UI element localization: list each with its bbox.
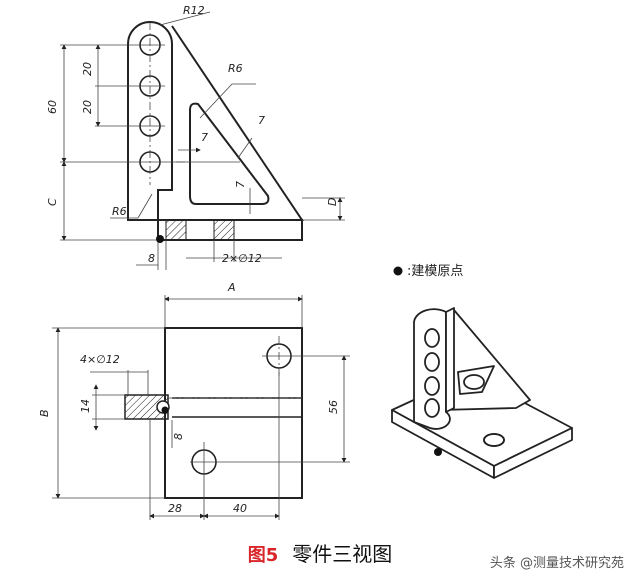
top-base-outline bbox=[164, 327, 303, 499]
top-view bbox=[124, 327, 303, 499]
dim-4x-hole: 4×∅12 bbox=[80, 353, 120, 366]
dim-7-base: 7 bbox=[234, 181, 247, 188]
dim-20-lower: 20 bbox=[81, 100, 94, 114]
front-base-section-left bbox=[165, 219, 187, 241]
top-origin-marker bbox=[161, 406, 169, 414]
dim-2x-hole: 2×∅12 bbox=[222, 252, 262, 265]
iso-gusset-boss bbox=[463, 374, 485, 390]
dim-c: C bbox=[46, 198, 59, 206]
dim-8-top: 8 bbox=[172, 433, 185, 440]
front-origin-marker bbox=[156, 235, 164, 243]
iso-origin-marker bbox=[434, 448, 442, 456]
dim-60: 60 bbox=[46, 100, 59, 114]
dim-d: D bbox=[326, 198, 339, 206]
dim-b: B bbox=[38, 409, 51, 417]
dim-r6-top: R6 bbox=[228, 62, 243, 75]
dim-8-front: 8 bbox=[148, 252, 155, 265]
dim-7-window: 7 bbox=[258, 114, 265, 127]
dim-a: A bbox=[227, 281, 236, 294]
dim-7-gusset: 7 bbox=[201, 131, 208, 144]
iso-base-side bbox=[493, 427, 573, 479]
front-gusset-window bbox=[189, 102, 270, 205]
dim-28: 28 bbox=[168, 502, 182, 515]
watermark: 头条 @测量技术研究苑 bbox=[489, 556, 624, 571]
isometric-view bbox=[391, 307, 573, 479]
iso-column-side bbox=[445, 307, 455, 413]
front-column-outline bbox=[127, 21, 173, 221]
front-view-construction-lines bbox=[60, 11, 345, 270]
iso-column-holes bbox=[424, 328, 440, 418]
dim-14: 14 bbox=[79, 399, 92, 413]
origin-legend-icon bbox=[393, 266, 403, 276]
dim-56: 56 bbox=[327, 400, 340, 414]
dim-20-upper: 20 bbox=[81, 62, 94, 76]
top-view-construction-lines bbox=[52, 295, 350, 520]
dim-r12: R12 bbox=[183, 4, 205, 17]
dim-40: 40 bbox=[233, 502, 247, 515]
dim-r6-bottom: R6 bbox=[112, 205, 127, 218]
figure-number: 图5 bbox=[247, 545, 279, 566]
figure-title: 零件三视图 bbox=[292, 542, 393, 566]
front-base-section-right bbox=[213, 219, 235, 241]
front-view bbox=[127, 21, 304, 241]
figure-caption: 图5 零件三视图 bbox=[0, 538, 640, 567]
front-gusset-outline bbox=[171, 25, 304, 221]
origin-legend-label: :建模原点 bbox=[407, 264, 463, 279]
